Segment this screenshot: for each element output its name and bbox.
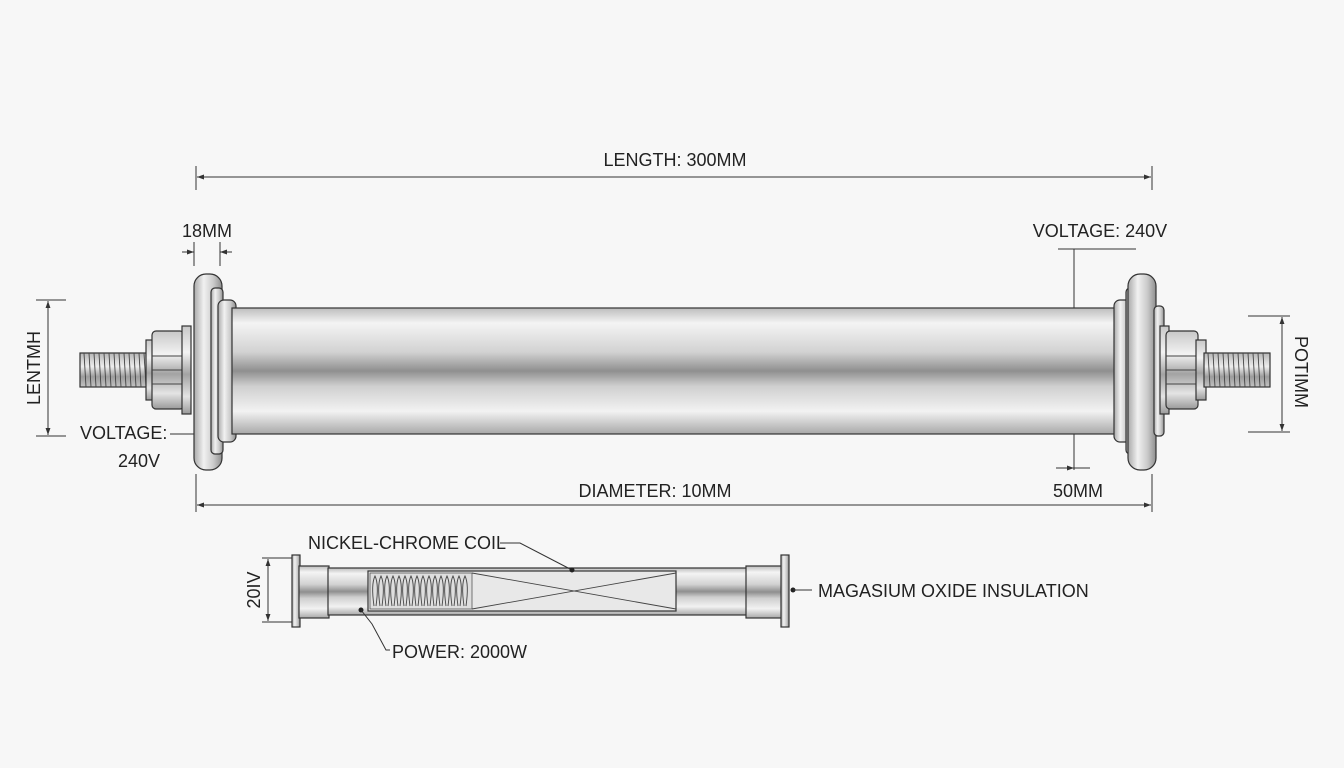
coil-loop — [390, 574, 396, 607]
diameter-label: DIAMETER: 10MM — [578, 481, 731, 501]
power-label: POWER: 2000W — [392, 642, 527, 662]
left-flange — [193, 273, 237, 471]
right-nut — [1153, 305, 1207, 437]
coil-callout: NICKEL-CHROME COIL — [308, 533, 575, 573]
thread-line — [1212, 352, 1216, 388]
thread-line — [128, 352, 132, 388]
coil-loop — [408, 574, 414, 607]
thread-line — [113, 352, 117, 388]
left-nut — [145, 325, 192, 415]
thread-line — [1257, 352, 1261, 388]
coil-loop — [378, 574, 384, 607]
thread-line — [93, 352, 97, 388]
thread-line — [138, 352, 142, 388]
thread-line — [133, 352, 137, 388]
thread-line — [1232, 352, 1236, 388]
coil-label: NICKEL-CHROME COIL — [308, 533, 506, 553]
end-offset-dimension: 50MM — [1053, 465, 1103, 501]
thread-line — [1237, 352, 1241, 388]
coil-loop — [402, 574, 408, 607]
thread-line — [1242, 352, 1246, 388]
left-vertical-dimension: LENTMH — [24, 299, 66, 437]
thread-line — [88, 352, 92, 388]
right-flange — [1113, 273, 1157, 471]
heater-tube — [231, 307, 1119, 435]
voltage-left-value: 240V — [118, 451, 160, 471]
thread-line — [1247, 352, 1251, 388]
thread-line — [108, 352, 112, 388]
coil-loop — [444, 574, 450, 607]
thread-line — [123, 352, 127, 388]
left-vertical-label: LENTMH — [24, 331, 44, 405]
coil-loop — [384, 574, 390, 607]
end-offset-label: 50MM — [1053, 481, 1103, 501]
right-vertical-dimension: POTIMM — [1248, 315, 1311, 433]
voltage-right-label: VOLTAGE: 240V — [1033, 221, 1167, 241]
thread-line — [1217, 352, 1221, 388]
thread-line — [1252, 352, 1256, 388]
flange-width-dimension: 18MM — [182, 221, 232, 266]
right-vertical-label: POTIMM — [1291, 336, 1311, 408]
thread-line — [118, 352, 122, 388]
thread-line — [98, 352, 102, 388]
power-callout: POWER: 2000W — [358, 607, 527, 662]
right-threaded-stud — [1203, 352, 1271, 388]
thread-line — [1262, 352, 1266, 388]
section-height-label: 20IV — [244, 571, 264, 608]
section-height-dimension: 20IV — [244, 557, 292, 623]
thread-line — [1227, 352, 1231, 388]
voltage-left-label: VOLTAGE: — [80, 423, 167, 443]
coil-loop — [426, 574, 432, 607]
coil-loop — [414, 574, 420, 607]
flange-width-label: 18MM — [182, 221, 232, 241]
voltage-left-callout: VOLTAGE: 240V — [80, 423, 194, 471]
thread-line — [1222, 352, 1226, 388]
insulation-callout: MAGASIUM OXIDE INSULATION — [790, 581, 1089, 601]
length-dimension: LENGTH: 300MM — [195, 150, 1153, 190]
thread-line — [1207, 352, 1211, 388]
diameter-dimension: DIAMETER: 10MM — [195, 474, 1153, 512]
coil-loop — [462, 574, 468, 607]
insulation-label: MAGASIUM OXIDE INSULATION — [818, 581, 1089, 601]
coil-loop — [456, 574, 462, 607]
nickel-chrome-coil — [367, 570, 677, 612]
coil-loop — [372, 574, 378, 607]
thread-line — [83, 352, 87, 388]
coil-loop — [432, 574, 438, 607]
section-view — [291, 554, 790, 628]
left-threaded-stud — [79, 352, 151, 388]
coil-loop — [420, 574, 426, 607]
thread-line — [103, 352, 107, 388]
length-label: LENGTH: 300MM — [603, 150, 746, 170]
coil-loop — [438, 574, 444, 607]
coil-loop — [396, 574, 402, 607]
coil-loop — [450, 574, 456, 607]
